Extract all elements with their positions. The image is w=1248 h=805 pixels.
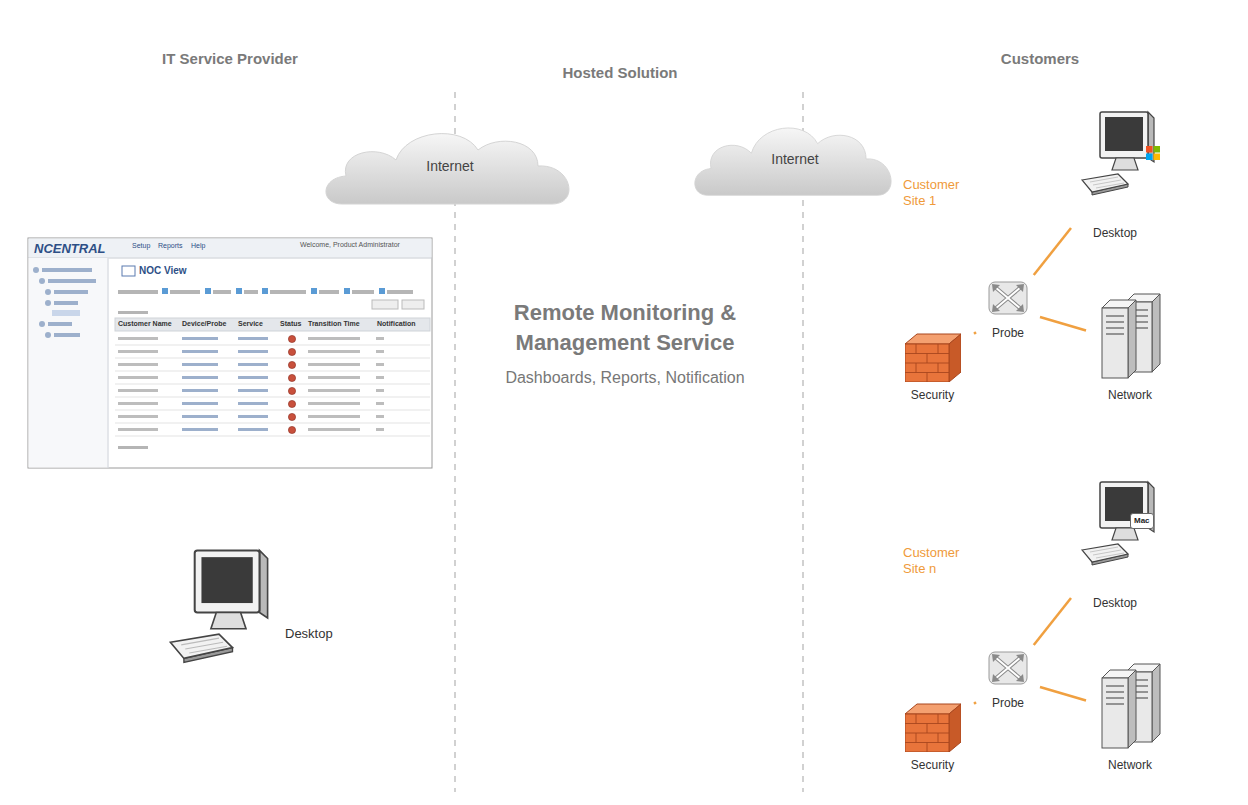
- os-badge: Mac: [1130, 513, 1154, 529]
- logo-text: NCENTRAL: [34, 241, 106, 257]
- customer-site: Customer Site n DesktopProbeSecurity Netwo…: [818, 445, 1240, 795]
- desktop-icon: [1082, 482, 1154, 565]
- text-holder: Desktop: [1071, 226, 1159, 240]
- firewall-icon: [905, 334, 961, 382]
- probe-switch: Probe: [976, 645, 1040, 710]
- switch-icon: [989, 652, 1027, 684]
- internet-cloud: Internet: [320, 120, 580, 210]
- node-label: Desktop: [1071, 596, 1159, 610]
- menu-item: Help: [191, 242, 205, 250]
- label-holder: Welcome, Product Administrator: [300, 241, 400, 249]
- table-header: Service: [238, 320, 263, 328]
- service-title: Remote Monitoring & Management Service: [470, 298, 780, 357]
- text-holder: Probe: [976, 326, 1040, 340]
- table-header: Device/Probe: [182, 320, 226, 328]
- customer-site: Customer Site 1 DesktopProbeSecurity Netwo…: [818, 72, 1240, 442]
- node-label: Security: [891, 758, 974, 772]
- label-holder: Setup: [132, 242, 150, 250]
- label-holder: Customers: [890, 50, 1190, 68]
- label-holder: Reports: [158, 242, 183, 250]
- label-holder: Notification: [377, 320, 416, 328]
- provider-desktop: Desktop: [160, 540, 360, 665]
- column-heading: Customers: [890, 50, 1190, 68]
- service-subtitle: Dashboards, Reports, Notification: [455, 368, 795, 387]
- column-divider: [802, 92, 804, 792]
- label-holder: NOC View: [139, 265, 187, 277]
- network-server: Network: [1086, 285, 1174, 402]
- site-ellipse: [818, 445, 1240, 795]
- server-icon: [1102, 294, 1160, 378]
- text-holder: Customer Site 1: [903, 177, 975, 210]
- label-holder: NCENTRAL: [34, 241, 106, 257]
- text-holder: Security: [891, 758, 974, 772]
- node-label: Probe: [976, 326, 1040, 340]
- firewall-icon: [905, 704, 961, 752]
- label-holder: Dashboards, Reports, Notification: [455, 368, 795, 387]
- site-title: Customer Site n: [903, 545, 975, 578]
- label-holder: Customer Name: [118, 320, 172, 328]
- screen-title: NOC View: [139, 265, 187, 277]
- label-holder: Status: [280, 320, 301, 328]
- menu-item: Setup: [132, 242, 150, 250]
- network-link: [1034, 598, 1071, 645]
- label-holder: Device/Probe: [182, 320, 226, 328]
- network-link: [1040, 317, 1086, 331]
- text-holder: Desktop: [285, 626, 333, 642]
- network-link: [1040, 687, 1086, 701]
- table-header: Transition Time: [308, 320, 360, 328]
- desktop-node: Desktop: [1071, 475, 1159, 610]
- site-ellipse: [818, 72, 1240, 442]
- label-holder: Help: [191, 242, 205, 250]
- security-firewall: Security: [891, 700, 974, 772]
- text-holder: Internet: [690, 151, 900, 168]
- cloud-label: Internet: [320, 158, 580, 175]
- text-holder: Probe: [976, 696, 1040, 710]
- node-label: Desktop: [1071, 226, 1159, 240]
- desktop-node: Desktop: [1071, 105, 1159, 240]
- table-header: Customer Name: [118, 320, 172, 328]
- network-link: [974, 702, 976, 704]
- table-header: Status: [280, 320, 301, 328]
- cloud-label: Internet: [690, 151, 900, 168]
- switch-icon: [989, 282, 1027, 314]
- windows-logo: [1146, 146, 1160, 160]
- network-link: [1034, 228, 1071, 275]
- text-holder: Customer Site n: [903, 545, 975, 578]
- text-holder: Security: [891, 388, 974, 402]
- console-screenshot: [28, 238, 432, 468]
- page-frame: [10, 8, 1238, 798]
- label-holder: Service: [238, 320, 263, 328]
- network-link: [974, 332, 976, 334]
- desktop-icon: [170, 550, 267, 662]
- node-label: Network: [1086, 388, 1174, 402]
- column-heading: IT Service Provider: [80, 50, 380, 68]
- node-label: Network: [1086, 758, 1174, 772]
- welcome-text: Welcome, Product Administrator: [300, 241, 400, 249]
- node-label: Probe: [976, 696, 1040, 710]
- label-holder: Mac: [1130, 513, 1154, 529]
- internet-cloud: Internet: [690, 115, 900, 201]
- site-title: Customer Site 1: [903, 177, 975, 210]
- label-holder: Hosted Solution: [470, 64, 770, 82]
- node-label: Security: [891, 388, 974, 402]
- desktop-icon: [1082, 112, 1154, 195]
- label-holder: Transition Time: [308, 320, 360, 328]
- label-holder: Remote Monitoring & Management Service: [470, 298, 780, 357]
- text-holder: Desktop: [1071, 596, 1159, 610]
- column-heading: Hosted Solution: [470, 64, 770, 82]
- security-firewall: Security: [891, 330, 974, 402]
- label-holder: IT Service Provider: [80, 50, 380, 68]
- text-holder: Network: [1086, 758, 1174, 772]
- network-server: Network: [1086, 655, 1174, 772]
- menu-item: Reports: [158, 242, 183, 250]
- text-holder: Network: [1086, 388, 1174, 402]
- server-icon: [1102, 664, 1160, 748]
- probe-switch: Probe: [976, 275, 1040, 340]
- table-header: Notification: [377, 320, 416, 328]
- text-holder: Internet: [320, 158, 580, 175]
- node-label: Desktop: [285, 626, 333, 642]
